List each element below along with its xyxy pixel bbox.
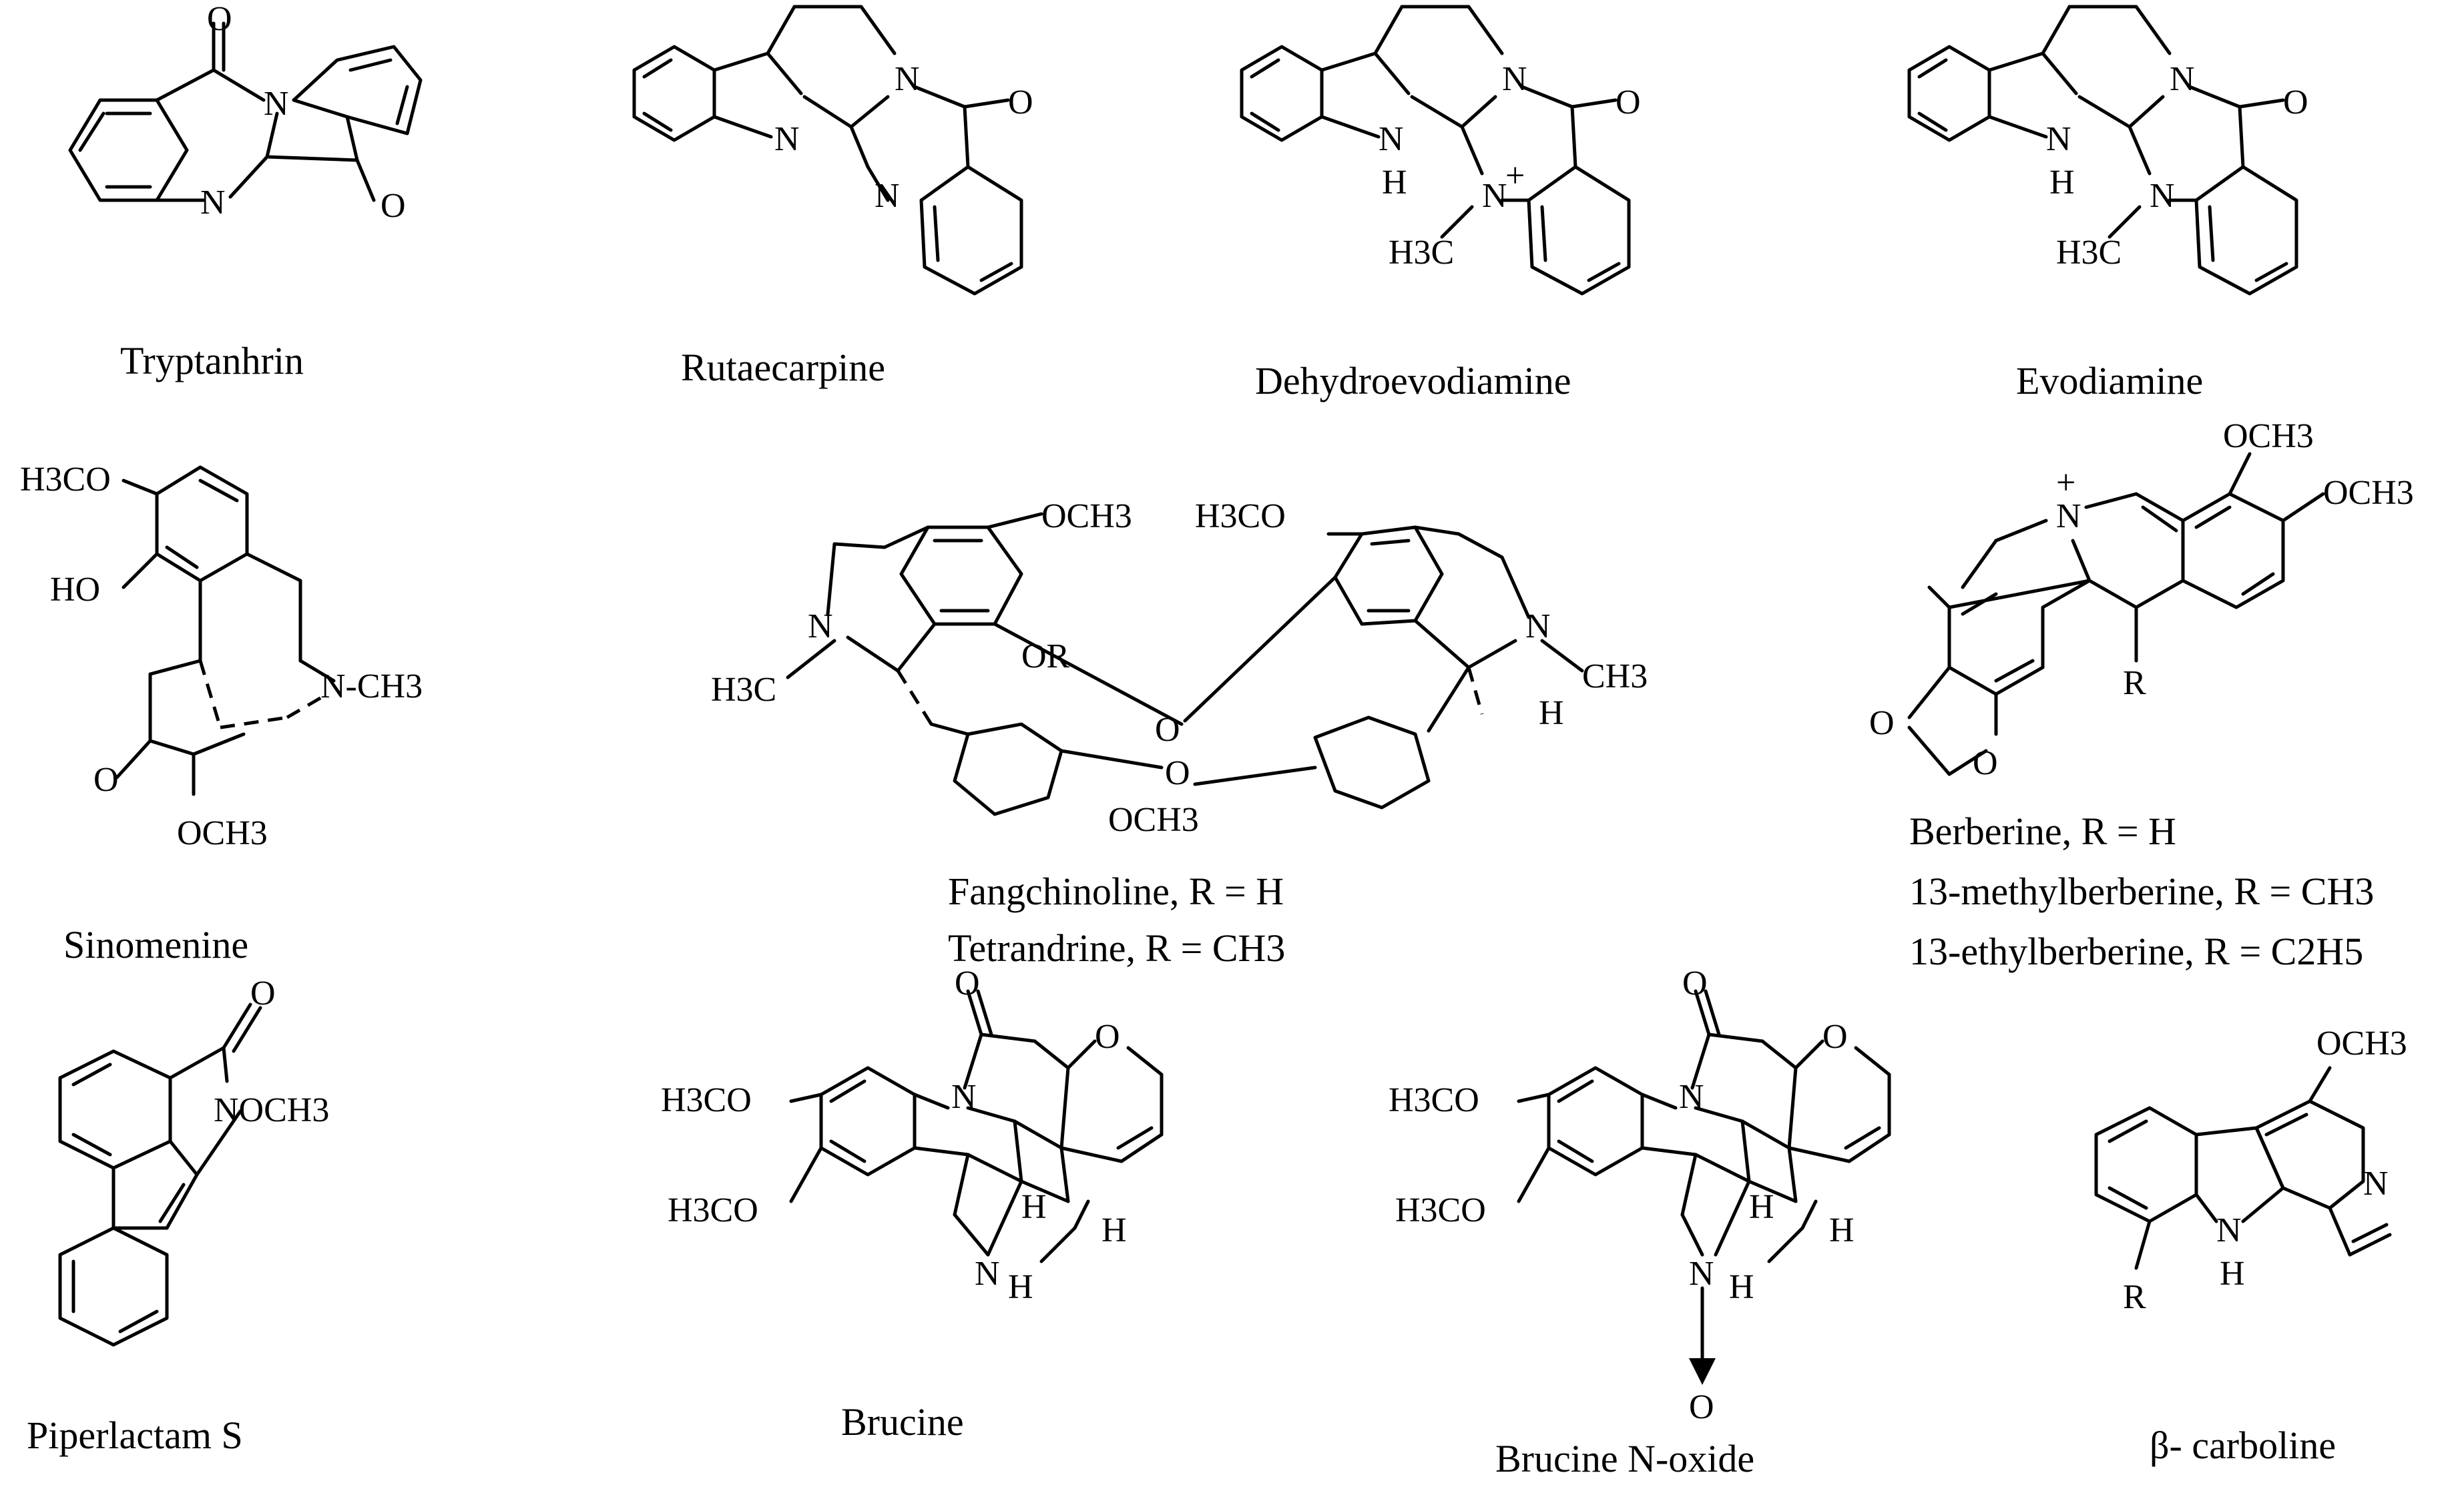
sinomenine-structure: H3CO HO N-CH3 O OCH3 Sinomenine xyxy=(20,461,423,966)
brucine-n-oxide-o1: O xyxy=(1682,964,1708,1002)
tryptanhrin-n2-label: N xyxy=(200,184,226,222)
rutaecarpine-caption: Rutaecarpine xyxy=(681,346,885,389)
fangchinoline-n2: N xyxy=(1525,607,1551,645)
tryptanhrin-n-label: N xyxy=(264,85,289,123)
tetrandrine-caption: Tetrandrine, R = CH3 xyxy=(948,926,1285,970)
brucine-n2: N xyxy=(975,1255,1000,1293)
berberine-structure: OCH3 OCH3 N + O O R Berberine, R = H 13-… xyxy=(1869,417,2414,973)
evodiamine-structure: N H N N O H3C Evodiamine xyxy=(1907,5,2308,402)
rutaecarpine-n3: N xyxy=(875,177,900,215)
dehydroevodiamine-o: O xyxy=(1616,83,1641,121)
brucine-n-oxide-n2: N xyxy=(1689,1255,1714,1293)
fangchinoline-och3-1: OCH3 xyxy=(1041,497,1132,535)
beta-carboline-structure: OCH3 N H N R β- carboline xyxy=(2094,1024,2407,1467)
brucine-h1: H xyxy=(1021,1188,1047,1226)
fangchinoline-o2: O xyxy=(1165,754,1190,792)
brucine-o2: O xyxy=(1095,1018,1120,1056)
rutaecarpine-structure: N N N O Rutaecarpine xyxy=(632,5,1033,389)
brucine-n-oxide-structure: H3CO H3CO N O O H xyxy=(1389,964,1891,1480)
evodiamine-n1: N xyxy=(2046,120,2071,158)
tryptanhrin-o-label: O xyxy=(207,0,232,38)
piperlactam-nmethoxy: NOCH3 xyxy=(214,1091,329,1129)
dehydroevodiamine-n3: N xyxy=(1482,177,1507,215)
rutaecarpine-n1: N xyxy=(774,120,800,158)
fangchinoline-o1: O xyxy=(1155,711,1180,749)
brucine-h3: H xyxy=(1008,1268,1033,1306)
brucine-n-oxide-h3co-1: H3CO xyxy=(1389,1081,1479,1119)
sinomenine-och3: OCH3 xyxy=(177,814,268,852)
sinomenine-h3co: H3CO xyxy=(20,461,111,499)
brucine-n-oxide-h2: H xyxy=(1829,1211,1855,1249)
dehydroevodiamine-structure: N H N N + O H3C Dehydroevodiamine xyxy=(1240,5,1641,402)
fangchinoline-or: OR xyxy=(1021,637,1070,675)
fangchinoline-caption: Fangchinoline, R = H xyxy=(948,870,1284,913)
sinomenine-ho: HO xyxy=(50,571,100,609)
brucine-caption: Brucine xyxy=(841,1400,964,1444)
fangchinoline-h3c: H3C xyxy=(711,671,776,709)
evodiamine-n3: N xyxy=(2150,177,2175,215)
fangchinoline-h: H xyxy=(1539,694,1564,732)
beta-carboline-n1: N xyxy=(2216,1211,2242,1249)
brucine-n-oxide-n1: N xyxy=(1679,1078,1704,1116)
dehydroevodiamine-methyl: H3C xyxy=(1389,234,1454,272)
tryptanhrin-structure: N N O O Tryptanhrin xyxy=(68,0,423,382)
tryptanhrin-caption: Tryptanhrin xyxy=(120,339,304,382)
sinomenine-caption: Sinomenine xyxy=(63,923,248,966)
brucine-n-oxide-h1: H xyxy=(1749,1188,1774,1226)
berberine-caption: Berberine, R = H xyxy=(1909,810,2176,853)
brucine-h3co-2: H3CO xyxy=(668,1191,758,1229)
piperlactam-structure: NOCH3 O Piperlactam S xyxy=(27,974,329,1457)
rutaecarpine-o: O xyxy=(1008,83,1033,121)
brucine-o1: O xyxy=(955,964,980,1002)
brucine-n-oxide-h3co-2: H3CO xyxy=(1395,1191,1486,1229)
brucine-n-oxide-caption: Brucine N-oxide xyxy=(1495,1437,1754,1480)
berberine-plus: + xyxy=(2056,464,2075,502)
beta-carboline-caption: β- carboline xyxy=(2150,1424,2336,1467)
beta-carboline-n2: N xyxy=(2363,1165,2389,1203)
tryptanhrin-o2-label: O xyxy=(381,187,406,225)
fangchinoline-ch3: CH3 xyxy=(1582,657,1648,695)
dehydroevodiamine-caption: Dehydroevodiamine xyxy=(1255,359,1571,402)
berberine-o1: O xyxy=(1869,704,1895,742)
sinomenine-nch3: N-CH3 xyxy=(320,667,423,705)
evodiamine-nh: H xyxy=(2049,164,2075,202)
fangchinoline-structure: OCH3 OR N H3C O O OCH3 H3CO N CH3 H Fang… xyxy=(711,497,1648,970)
fangchinoline-och3-2: OCH3 xyxy=(1108,801,1199,839)
methylberberine-caption: 13-methylberberine, R = CH3 xyxy=(1909,870,2374,913)
berberine-och3-2: OCH3 xyxy=(2323,474,2414,512)
brucine-h2: H xyxy=(1101,1211,1127,1249)
brucine-structure: H3CO H3CO N O O H H N xyxy=(661,964,1164,1444)
ethylberberine-caption: 13-ethylberberine, R = C2H5 xyxy=(1909,930,2363,973)
fangchinoline-n1: N xyxy=(808,607,833,645)
dehydroevodiamine-n2: N xyxy=(1502,60,1527,98)
brucine-h3co-1: H3CO xyxy=(661,1081,752,1119)
piperlactam-caption: Piperlactam S xyxy=(27,1414,243,1457)
evodiamine-o: O xyxy=(2283,83,2308,121)
brucine-n-oxide-h3: H xyxy=(1729,1268,1754,1306)
rutaecarpine-n2: N xyxy=(895,60,920,98)
dehydroevodiamine-plus: + xyxy=(1505,157,1525,195)
berberine-och3-1: OCH3 xyxy=(2223,417,2314,455)
berberine-n: N xyxy=(2056,497,2081,535)
sinomenine-o: O xyxy=(93,761,119,799)
brucine-n-oxide-o2: O xyxy=(1822,1018,1848,1056)
evodiamine-caption: Evodiamine xyxy=(2016,359,2203,402)
berberine-o2: O xyxy=(1973,744,1998,782)
berberine-r: R xyxy=(2123,664,2146,702)
beta-carboline-och3: OCH3 xyxy=(2316,1024,2407,1063)
evodiamine-methyl: H3C xyxy=(2056,234,2122,272)
beta-carboline-r: R xyxy=(2123,1278,2146,1316)
beta-carboline-nh: H xyxy=(2220,1255,2245,1293)
fangchinoline-h3co: H3CO xyxy=(1195,497,1286,535)
brucine-n-oxide-o3: O xyxy=(1689,1388,1714,1426)
brucine-n1: N xyxy=(951,1078,977,1116)
dehydroevodiamine-nh: H xyxy=(1382,164,1407,202)
dehydroevodiamine-n1: N xyxy=(1379,120,1404,158)
evodiamine-n2: N xyxy=(2170,60,2195,98)
piperlactam-o: O xyxy=(250,974,276,1012)
